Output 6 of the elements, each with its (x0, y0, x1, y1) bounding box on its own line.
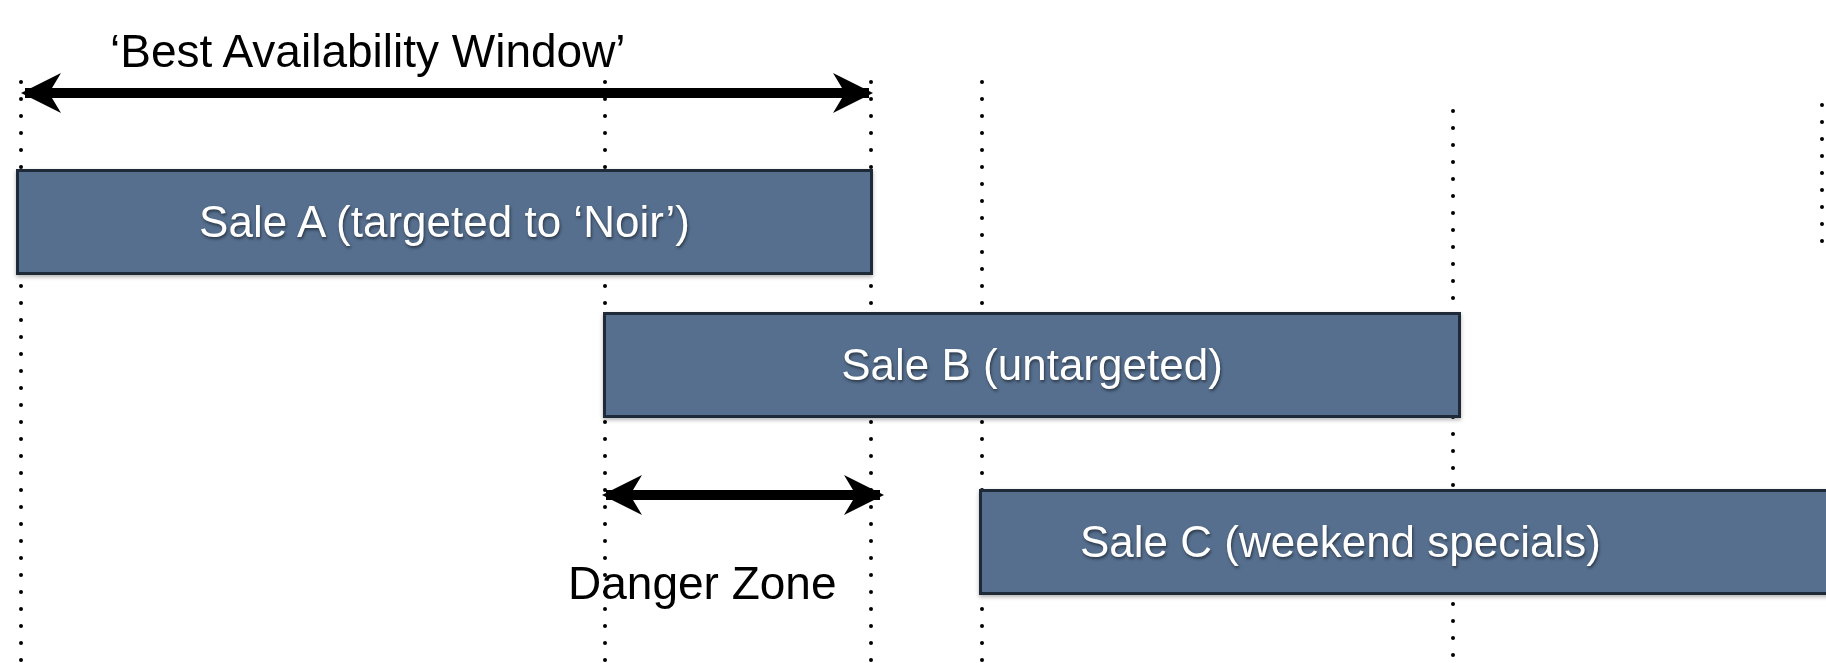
bar-label: Sale B (untargeted) (841, 340, 1223, 390)
sale-bar (16, 169, 873, 275)
bar-label: Sale A (targeted to ‘Noir’) (199, 197, 690, 247)
sale-bar (603, 312, 1461, 418)
sale-bar (979, 489, 1826, 595)
bar-label: Sale C (weekend specials) (1080, 517, 1601, 567)
